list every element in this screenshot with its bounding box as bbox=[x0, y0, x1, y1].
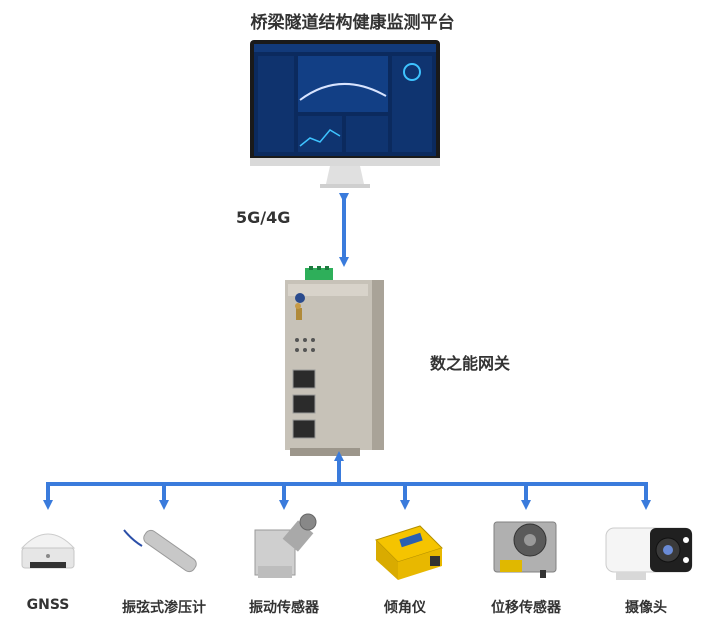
camera-icon bbox=[605, 527, 693, 580]
gateway-icon bbox=[285, 266, 384, 456]
inclinometer-icon bbox=[375, 525, 443, 580]
piezometer-icon bbox=[123, 529, 197, 573]
device-label-piezometer: 振弦式渗压计 bbox=[122, 600, 206, 616]
device-label-inclinometer: 倾角仪 bbox=[384, 600, 426, 616]
device-label-vibration: 振动传感器 bbox=[249, 600, 319, 616]
displacement-sensor-icon bbox=[493, 521, 557, 578]
device-label-camera: 摄像头 bbox=[625, 600, 667, 616]
monitor-icon bbox=[250, 40, 440, 188]
gateway-label: 数之能网关 bbox=[430, 354, 511, 373]
gnss-receiver-icon bbox=[20, 533, 76, 569]
device-label-displacement: 位移传感器 bbox=[491, 600, 561, 616]
vibration-sensor-icon bbox=[254, 513, 317, 578]
device-label-gnss: GNSS bbox=[26, 597, 70, 613]
link-label: 5G/4G bbox=[236, 208, 291, 227]
diagram-title: 桥梁隧道结构健康监测平台 bbox=[250, 13, 455, 33]
